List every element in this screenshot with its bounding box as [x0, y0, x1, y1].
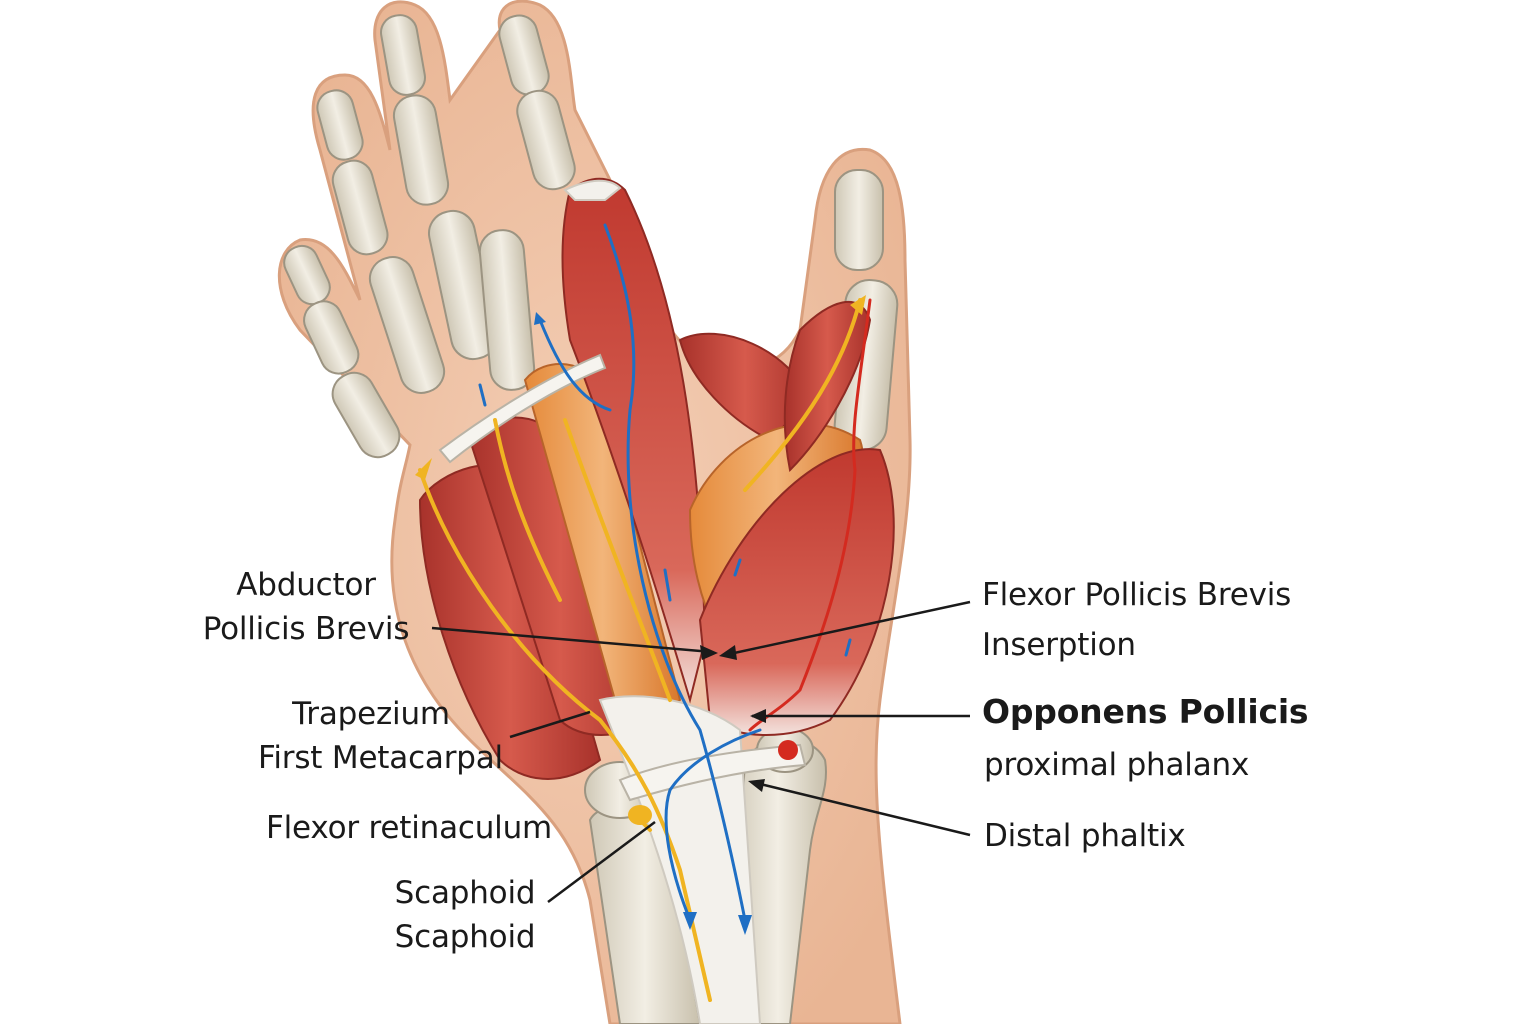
label-scaphoid-line2: Scaphoid	[394, 919, 536, 955]
vein-arrow-3	[534, 312, 546, 325]
label-trapezium-line2: First Metacarpal	[258, 740, 503, 776]
label-flexor-pollicis-brevis-insertion: Flexor Pollicis Brevis Inserption	[982, 570, 1291, 670]
nerve-arrow-thumb	[850, 295, 866, 315]
label-flexor-retinaculum: Flexor retinaculum	[266, 810, 553, 846]
leader-distal	[751, 780, 971, 837]
leader-lines	[431, 600, 971, 904]
label-abductor-line2: Pollicis Brevis	[202, 611, 410, 647]
veins	[478, 223, 852, 922]
label-abductor-pollicis-brevis: Abductor Pollicis Brevis	[200, 563, 412, 651]
transverse-ligament	[438, 353, 607, 464]
nerves	[418, 298, 862, 1002]
label-distal-phalanx: Distal phaltix	[984, 818, 1186, 854]
vein-arrow-2	[683, 912, 697, 930]
leader-abductor	[431, 626, 713, 654]
hand-muscles	[418, 177, 895, 780]
vein-arrow	[738, 915, 752, 935]
label-proximal-phalanx: proximal phalanx	[984, 747, 1250, 783]
artery-node	[778, 740, 798, 760]
artery	[748, 298, 872, 732]
label-fpb-line2: Inserption	[982, 627, 1136, 663]
label-opponens-pollicis: Opponens Pollicis	[982, 692, 1309, 731]
label-scaphoid-line1: Scaphoid	[394, 875, 536, 911]
leader-scaphoid	[547, 820, 656, 904]
label-fpb-line1: Flexor Pollicis Brevis	[982, 577, 1292, 613]
label-trapezium-line1: Trapezium	[292, 696, 450, 732]
label-trapezium: Trapezium First Metacarpal	[258, 692, 503, 780]
label-scaphoid: Scaphoid Scaphoid	[390, 871, 540, 959]
nerve-node	[628, 805, 652, 825]
leader-arrowheads	[700, 645, 766, 792]
label-abductor-line1: Abductor	[236, 567, 376, 603]
nerve-arrow	[415, 458, 432, 480]
leader-fpb	[724, 600, 971, 657]
leader-trapezium	[509, 710, 591, 739]
